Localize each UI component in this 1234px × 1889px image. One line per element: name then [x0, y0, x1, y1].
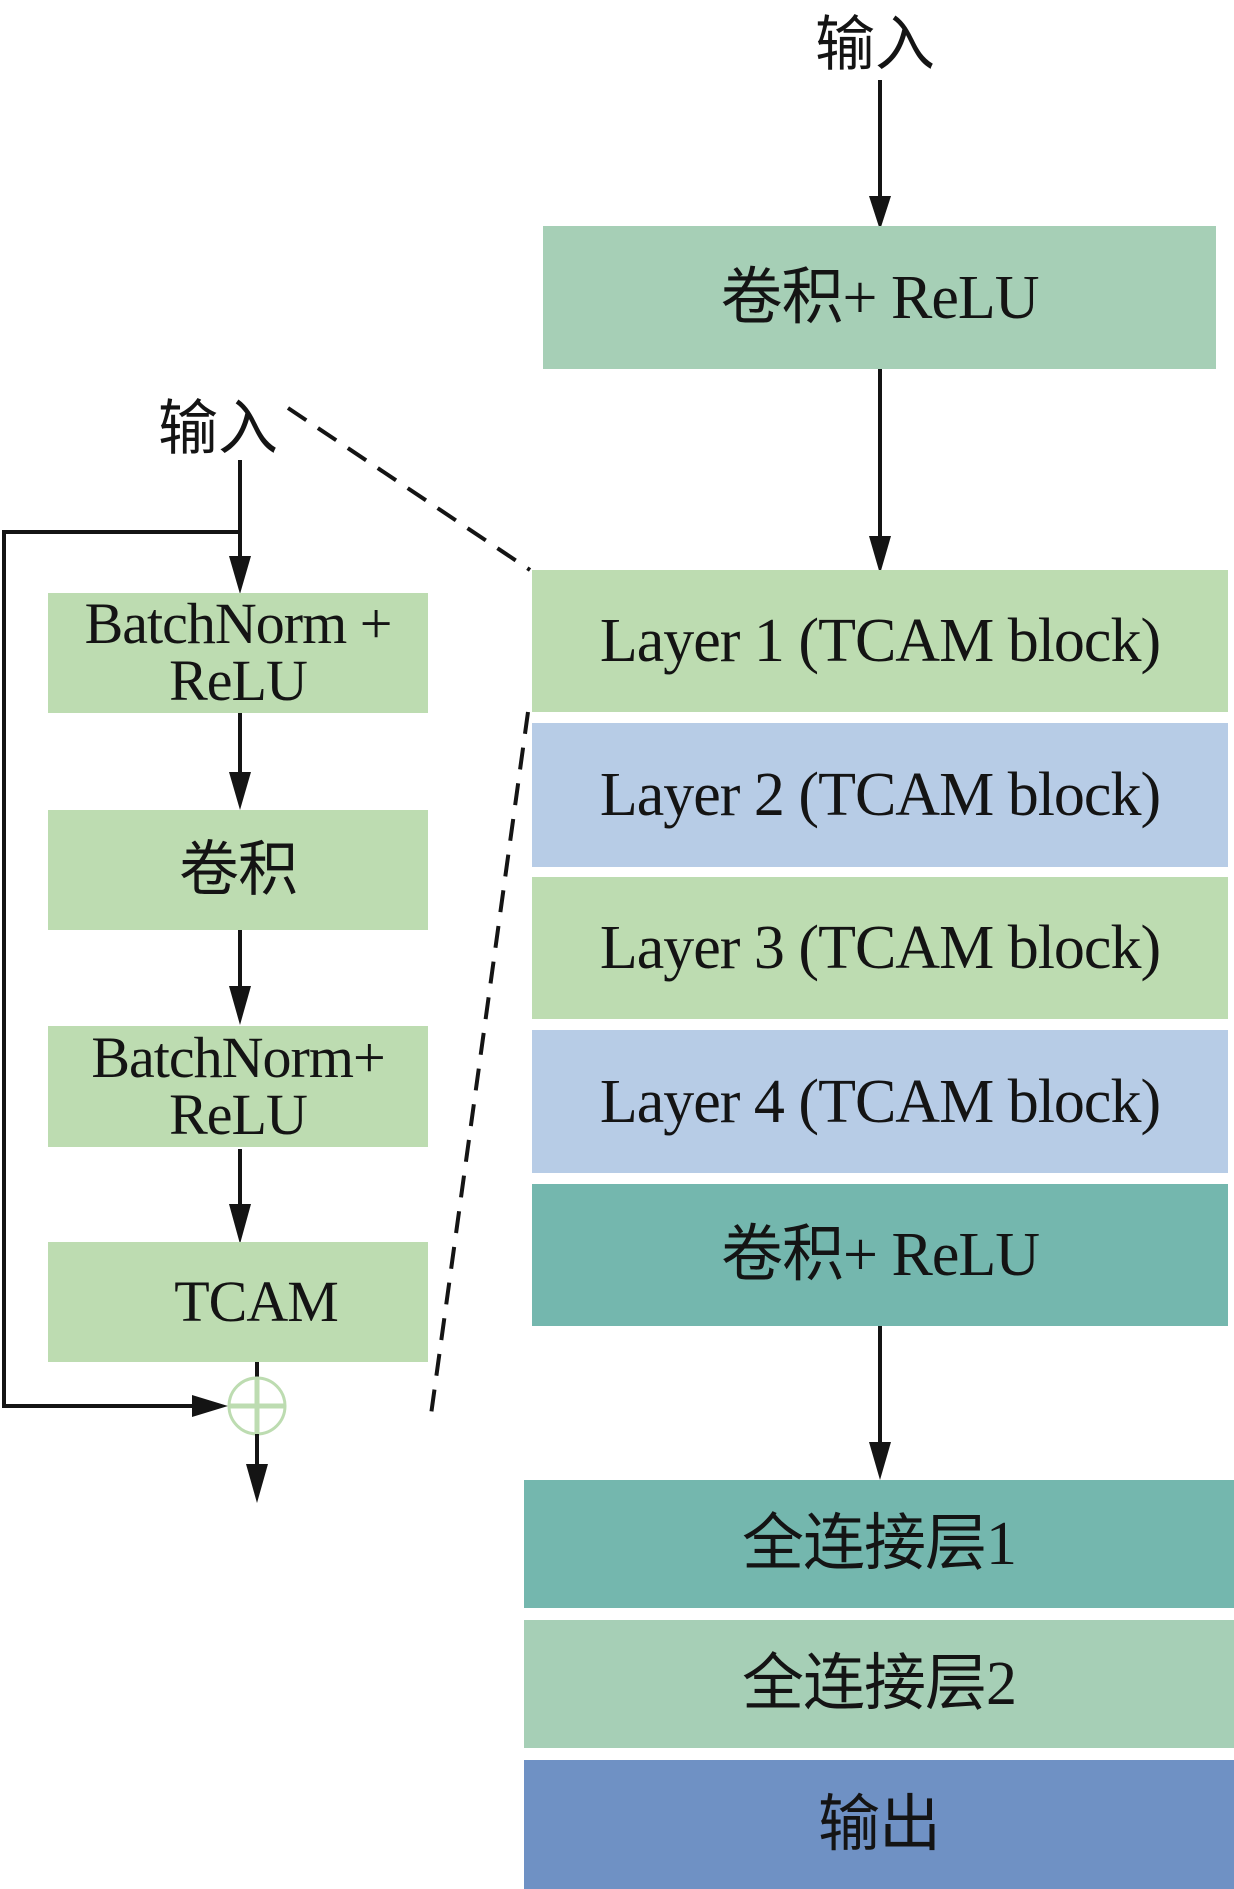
- arrow-input-to-conv: [869, 80, 891, 230]
- arrow-merge-to-output: [246, 1434, 268, 1503]
- batchnorm-relu-block-2: BatchNorm+ ReLU: [48, 1026, 428, 1147]
- conv-relu-block-1: 卷积+ ReLU: [543, 226, 1216, 369]
- conv-relu-block-2-label: 卷积+ ReLU: [721, 1221, 1040, 1289]
- batchnorm-relu-block-1: BatchNorm + ReLU: [48, 593, 428, 713]
- skip-connection: [2, 530, 240, 1417]
- conv-relu-block-1-label: 卷积+ ReLU: [720, 263, 1040, 332]
- main-input-label: 输入: [815, 12, 935, 78]
- layer-3-label: Layer 3 (TCAM block): [599, 914, 1161, 982]
- layer-3-block: Layer 3 (TCAM block): [532, 877, 1228, 1019]
- batchnorm-relu-2-line2: ReLU: [169, 1081, 308, 1147]
- layer-1-label: Layer 1 (TCAM block): [599, 607, 1161, 675]
- tcam-label: TCAM: [174, 1268, 339, 1334]
- arrow-conv-to-bn2: [229, 926, 251, 1025]
- fc-layer-2-label: 全连接层2: [741, 1650, 1017, 1718]
- arrow-conv-to-layer1: [869, 369, 891, 574]
- output-block: 输出: [524, 1760, 1234, 1889]
- tcam-block: TCAM: [48, 1242, 428, 1362]
- arrow-left-input-to-bn1: [229, 460, 251, 594]
- tcam-detail-input-label: 输入: [158, 396, 278, 462]
- batchnorm-relu-1-line1: BatchNorm +: [84, 591, 393, 657]
- batchnorm-relu-1-line2: ReLU: [169, 648, 308, 713]
- fc-layer-2-block: 全连接层2: [524, 1620, 1234, 1748]
- layer-2-label: Layer 2 (TCAM block): [599, 761, 1161, 829]
- layer-4-label: Layer 4 (TCAM block): [599, 1067, 1161, 1136]
- conv-label: 卷积: [179, 836, 298, 903]
- output-label: 输出: [817, 1790, 941, 1859]
- arrow-bn2-to-tcam: [229, 1149, 251, 1244]
- batchnorm-relu-2-line1: BatchNorm+: [91, 1024, 385, 1090]
- layer-4-block: Layer 4 (TCAM block): [532, 1030, 1228, 1173]
- plus-merge-icon: [227, 1376, 287, 1436]
- zoom-dashed-line-top: [286, 406, 532, 572]
- zoom-dashed-line-bottom: [428, 711, 530, 1423]
- fc-layer-1-label: 全连接层1: [741, 1510, 1017, 1578]
- layer-2-block: Layer 2 (TCAM block): [532, 723, 1228, 867]
- conv-relu-block-2: 卷积+ ReLU: [532, 1184, 1228, 1326]
- arrow-bn1-to-conv: [229, 713, 251, 810]
- fc-layer-1-block: 全连接层1: [524, 1480, 1234, 1608]
- layer-1-block: Layer 1 (TCAM block): [532, 570, 1228, 712]
- arrow-conv2-to-fc1: [869, 1326, 891, 1480]
- conv-block: 卷积: [48, 810, 428, 930]
